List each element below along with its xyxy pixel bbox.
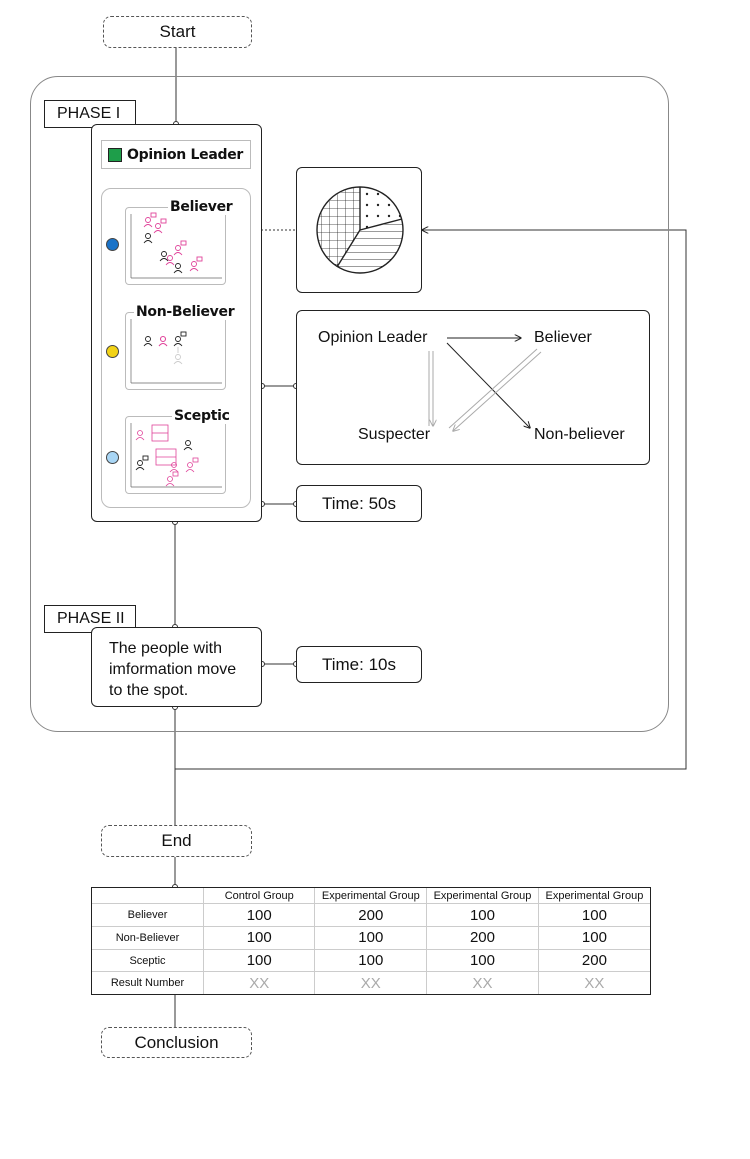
results-table-grid: Control Group Experimental Group Experim… bbox=[92, 888, 650, 994]
table-cell: 100 bbox=[314, 949, 428, 973]
table-row: Result Number XX XX XX XX bbox=[92, 971, 650, 994]
flow-believer: Believer bbox=[534, 329, 592, 346]
phase1-label: PHASE I bbox=[44, 100, 136, 128]
opinion-leader-label: Opinion Leader bbox=[127, 146, 244, 163]
sceptic-panel-title: Sceptic bbox=[172, 408, 232, 424]
end-node: End bbox=[101, 825, 252, 857]
table-header-cell: Experimental Group bbox=[426, 888, 539, 905]
phase2-description-box: The people with imformation move to the … bbox=[91, 627, 262, 707]
non-believer-panel-title: Non-Believer bbox=[134, 304, 237, 320]
row-label: Sceptic bbox=[92, 949, 204, 973]
non-believer-scatter-icon bbox=[130, 319, 222, 384]
start-node: Start bbox=[103, 16, 252, 48]
phase2-time-label: Time: 10s bbox=[321, 654, 396, 674]
table-header-cell: Experimental Group bbox=[538, 888, 650, 905]
table-row: Believer 100 200 100 100 bbox=[92, 903, 650, 927]
phase2-time-box: Time: 10s bbox=[296, 646, 422, 683]
conclusion-label: Conclusion bbox=[134, 1032, 219, 1052]
table-cell: XX bbox=[314, 971, 428, 994]
table-cell: 100 bbox=[203, 926, 316, 950]
row-label: Non-Believer bbox=[92, 926, 204, 950]
flow-non-believer: Non-believer bbox=[534, 426, 625, 443]
phase1-time-box: Time: 50s bbox=[296, 485, 422, 522]
influence-flow-box: Opinion Leader Believer Suspecter Non-be… bbox=[296, 310, 650, 465]
table-header-cell: Experimental Group bbox=[314, 888, 428, 905]
flow-opinion-leader: Opinion Leader bbox=[318, 329, 428, 346]
sceptic-dot-icon bbox=[106, 451, 119, 464]
believer-panel bbox=[125, 207, 226, 285]
table-cell: 200 bbox=[538, 949, 650, 973]
phase2-label-text: PHASE II bbox=[57, 610, 125, 627]
row-label: Believer bbox=[92, 903, 204, 927]
phase2-text-line1: The people with bbox=[109, 640, 222, 657]
flow-arrows bbox=[428, 311, 542, 466]
table-header-row: Control Group Experimental Group Experim… bbox=[92, 888, 650, 905]
table-cell: 200 bbox=[426, 926, 539, 950]
end-label: End bbox=[161, 831, 192, 850]
table-cell: XX bbox=[584, 974, 605, 992]
phase1-time-label: Time: 50s bbox=[321, 493, 396, 513]
phase1-label-text: PHASE I bbox=[57, 105, 121, 122]
table-cell: XX bbox=[426, 971, 539, 994]
flow-suspecter: Suspecter bbox=[358, 426, 431, 443]
believer-dot-icon bbox=[106, 238, 119, 251]
table-cell: 100 bbox=[203, 949, 316, 973]
opinion-leader-box: Opinion Leader bbox=[101, 140, 251, 169]
pie-chart-box bbox=[296, 167, 422, 293]
table-cell: 100 bbox=[203, 903, 316, 927]
table-row: Non-Believer 100 100 200 100 bbox=[92, 926, 650, 950]
opinion-leader-square-icon bbox=[108, 147, 122, 162]
phase-frame bbox=[30, 76, 669, 732]
start-label: Start bbox=[159, 22, 196, 41]
non-believer-panel bbox=[125, 312, 226, 390]
table-cell: 100 bbox=[426, 949, 539, 973]
phase2-text-line2: imformation move bbox=[109, 661, 237, 678]
sceptic-scatter-icon bbox=[130, 423, 222, 488]
conclusion-node: Conclusion bbox=[101, 1027, 252, 1058]
sceptic-panel bbox=[125, 416, 226, 494]
table-header-cell bbox=[92, 888, 204, 905]
results-table: Control Group Experimental Group Experim… bbox=[91, 887, 651, 995]
pie-pattern-icon bbox=[316, 186, 404, 274]
table-header-cell: Control Group bbox=[203, 888, 316, 905]
table-cell: 100 bbox=[426, 903, 539, 927]
table-row: Sceptic 100 100 100 200 bbox=[92, 949, 650, 973]
non-believer-dot-icon bbox=[106, 345, 119, 358]
row-label: Result Number bbox=[92, 971, 204, 994]
table-cell: XX bbox=[203, 971, 316, 994]
table-cell: 100 bbox=[314, 926, 428, 950]
phase2-text-line3: to the spot. bbox=[109, 682, 189, 699]
believer-scatter-icon bbox=[130, 212, 222, 279]
believer-panel-title: Believer bbox=[168, 199, 235, 215]
table-cell: 100 bbox=[538, 903, 650, 927]
table-cell: 100 bbox=[538, 926, 650, 950]
table-cell: 200 bbox=[314, 903, 428, 927]
